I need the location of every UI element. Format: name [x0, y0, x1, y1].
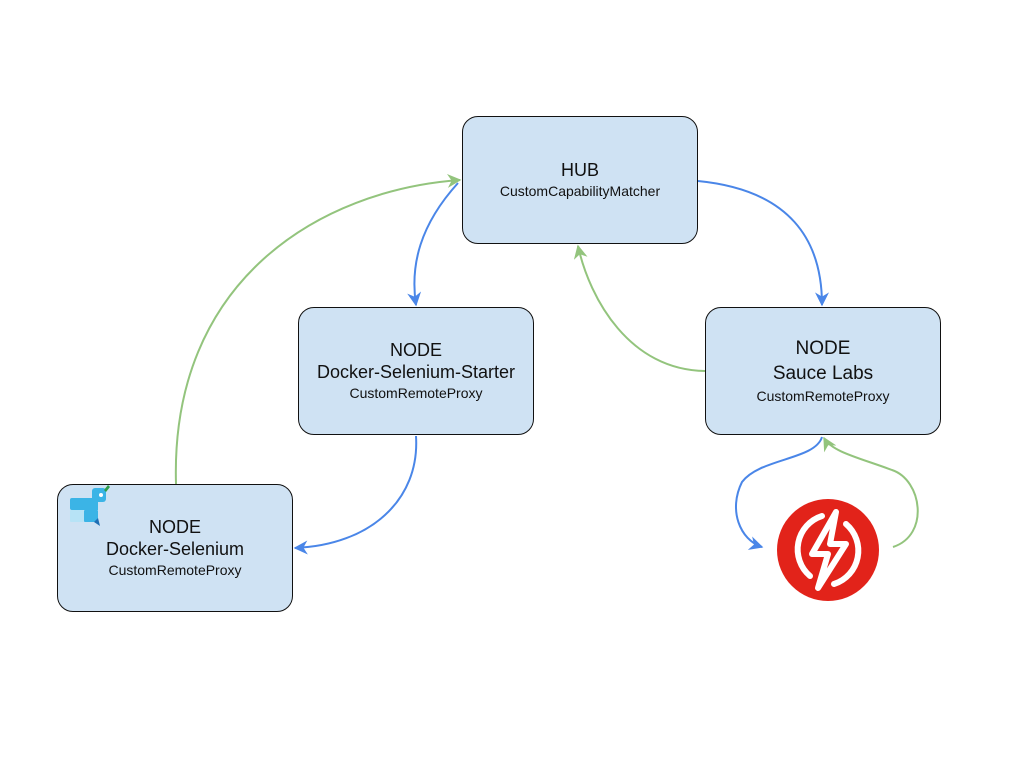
arrow-docker-to-hub [174, 173, 462, 485]
node-title: NODE [148, 517, 201, 537]
node-sauce-labs: NODE Sauce Labs CustomRemoteProxy [705, 307, 941, 435]
node-proxy-label: CustomRemoteProxy [349, 385, 483, 401]
node-title: NODE [795, 338, 851, 359]
docker-whale-icon [70, 485, 110, 526]
sauce-labs-lightning-icon [777, 499, 879, 601]
arrow-logo-to-sauce [823, 436, 919, 548]
node-docker-selenium-starter: NODE Docker-Selenium-Starter CustomRemot… [298, 307, 534, 435]
arrow-sauce-to-hub [573, 244, 706, 372]
hub-matcher-label: CustomCapabilityMatcher [499, 183, 661, 199]
node-name: Docker-Selenium [105, 539, 245, 559]
node-name: Sauce Labs [772, 363, 874, 384]
arrow-sauce-to-logo [734, 436, 823, 550]
node-name: Docker-Selenium-Starter [316, 362, 516, 382]
hub-box: HUB CustomCapabilityMatcher [462, 116, 698, 244]
node-proxy-label: CustomRemoteProxy [756, 388, 890, 404]
arrow-hub-to-sauce [697, 180, 829, 307]
node-title: NODE [389, 340, 442, 360]
hub-title: HUB [560, 160, 599, 180]
arrow-starter-to-docker [293, 435, 418, 555]
node-proxy-label: CustomRemoteProxy [108, 562, 242, 578]
arrow-hub-to-starter [407, 182, 459, 307]
node-docker-selenium: NODE Docker-Selenium CustomRemoteProxy [57, 484, 293, 612]
